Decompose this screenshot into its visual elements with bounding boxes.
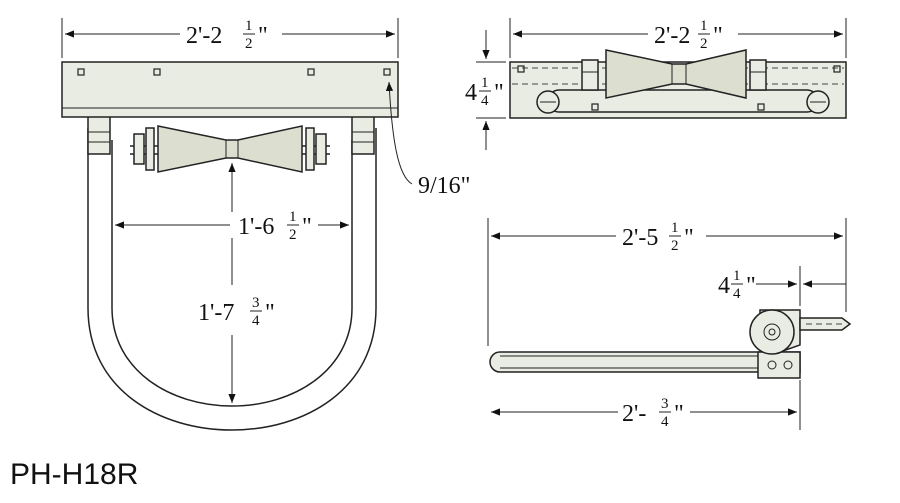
- top-view: 2'-5 1 2 " 4 1 4 " 2'- 3 4 ": [487, 218, 852, 430]
- bottom-length-num: 3: [661, 396, 669, 412]
- front-width-whole: 2'-2: [186, 23, 222, 49]
- side-height-whole: 4: [465, 80, 477, 106]
- inner-height-dimension: 1'-7 3 4 ": [198, 163, 275, 403]
- side-height-den: 4: [481, 93, 489, 109]
- front-view: 2'-2 1 2 " 1'-6 1 2 " 1'-7 3 4 ": [61, 18, 470, 431]
- side-width-num: 1: [700, 18, 708, 34]
- inner-width-unit: ": [302, 214, 312, 240]
- side-height-unit: ": [494, 80, 504, 106]
- bottom-length-whole: 2'-: [622, 401, 646, 427]
- top-length-dimension: 2'-5 1 2 ": [487, 218, 847, 346]
- top-tube-arm: [489, 351, 801, 373]
- side-width-whole: 2'-2: [654, 23, 690, 49]
- top-offset-unit: ": [746, 273, 756, 299]
- top-length-den: 2: [671, 238, 679, 254]
- top-offset-den: 4: [733, 286, 741, 302]
- plate-holes: [77, 68, 391, 76]
- front-mounting-plate: [61, 61, 399, 118]
- left-clamp: [87, 115, 111, 155]
- front-width-dimension: 2'-2 1 2 ": [61, 18, 399, 58]
- top-bracket-plate: [757, 351, 801, 379]
- front-roller-assembly: [130, 125, 330, 173]
- side-width-den: 2: [700, 36, 708, 52]
- side-width-dimension: 2'-2 1 2 ": [509, 18, 847, 58]
- top-length-whole: 2'-5: [622, 225, 658, 251]
- side-view: 2'-2 1 2 " 4 1 4 ": [465, 18, 847, 150]
- inner-width-dimension: 1'-6 1 2 ": [115, 209, 349, 243]
- front-roller: [157, 125, 303, 173]
- top-offset-num: 1: [733, 268, 741, 284]
- front-width-unit: ": [258, 23, 268, 49]
- side-width-unit: ": [713, 23, 723, 49]
- inner-height-whole: 1'-7: [198, 300, 234, 326]
- inner-width-den: 2: [289, 227, 297, 243]
- front-width-num: 1: [245, 18, 253, 34]
- right-clamp: [351, 115, 375, 155]
- model-label: PH-H18R: [10, 458, 139, 491]
- inner-height-num: 3: [252, 295, 260, 311]
- inner-height-unit: ": [265, 300, 275, 326]
- top-length-unit: ": [684, 225, 694, 251]
- top-roller: [749, 309, 795, 355]
- u-tube-outer: [87, 128, 377, 431]
- top-offset-dimension: 4 1 4 ": [718, 266, 846, 306]
- bottom-length-unit: ": [674, 401, 684, 427]
- side-roller: [605, 49, 747, 99]
- bottom-length-den: 4: [661, 414, 669, 430]
- inner-width-whole: 1'-6: [238, 214, 274, 240]
- u-tube-inner: [111, 140, 353, 407]
- top-length-num: 1: [671, 220, 679, 236]
- top-offset-whole: 4: [718, 273, 730, 299]
- hole-callout-label: 9/16": [418, 173, 470, 199]
- bottom-length-dimension: 2'- 3 4 ": [491, 380, 801, 430]
- inner-height-den: 4: [252, 313, 260, 329]
- hole-callout: 9/16": [385, 81, 470, 199]
- inner-width-num: 1: [289, 209, 297, 225]
- side-height-dimension: 4 1 4 ": [465, 30, 506, 150]
- side-height-num: 1: [481, 75, 489, 91]
- front-width-den: 2: [245, 36, 253, 52]
